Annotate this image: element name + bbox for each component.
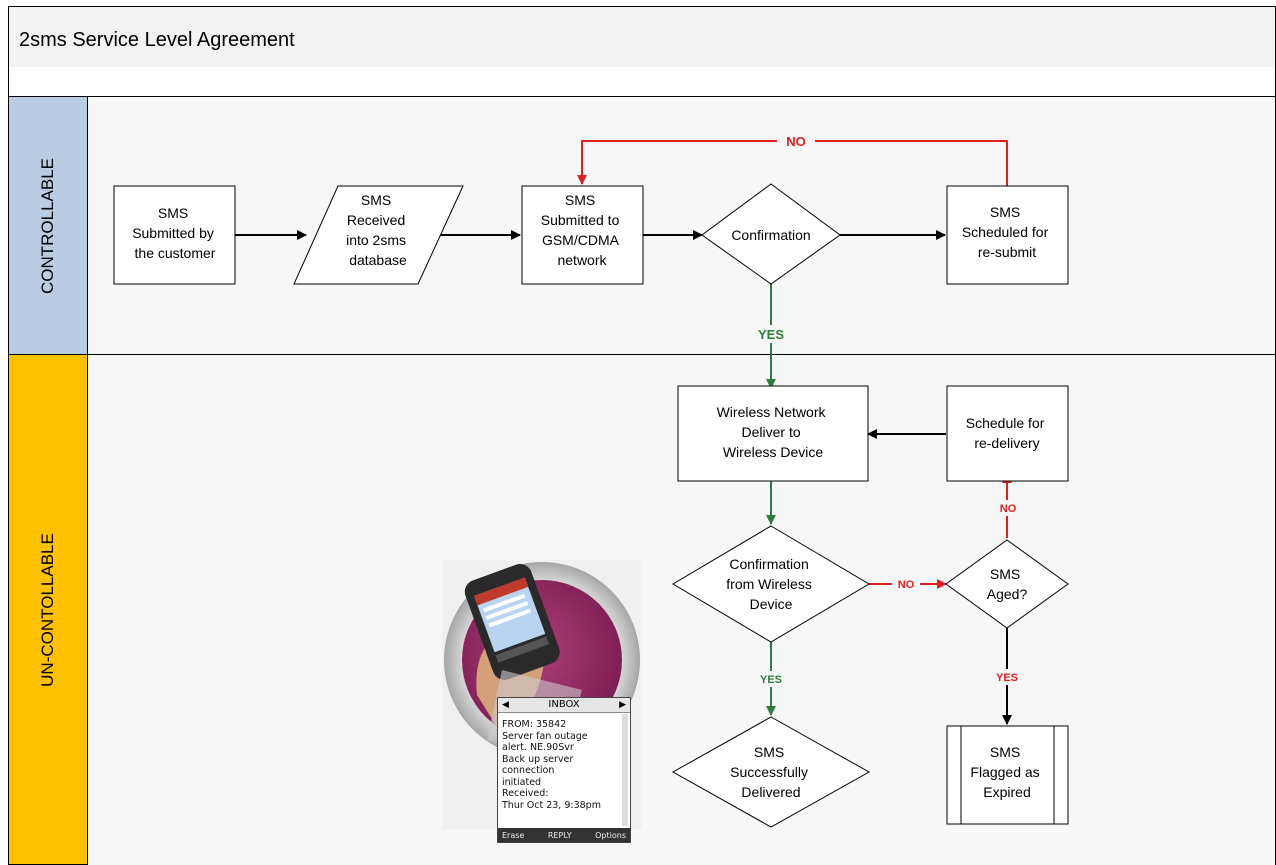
lane-controllable — [88, 96, 1276, 355]
node-successfully-delivered-label: SMS Successfully Delivered — [730, 744, 812, 800]
inbox-line: Thur Oct 23, 9:38pm — [502, 799, 601, 811]
inbox-line: Server fan outage — [502, 730, 588, 742]
label-bg — [994, 500, 1022, 516]
inbox-line: Back up server — [502, 753, 574, 765]
inbox-header: ◀ INBOX ▶ — [498, 698, 630, 713]
node-wireless-deliver-label: Wireless Network Deliver to Wireless Dev… — [717, 404, 830, 460]
inbox-title: INBOX — [548, 699, 580, 710]
node-submitted-network — [521, 185, 644, 285]
edge-label-no-top: NO — [786, 134, 806, 149]
label-bg — [892, 576, 920, 592]
softkey-options: Options — [595, 830, 626, 840]
node-confirmation-device — [672, 525, 870, 643]
inbox-next-icon: ▶ — [619, 700, 626, 710]
softkey-erase: Erase — [502, 830, 525, 840]
node-submitted-network-label: SMS Submitted to GSM/CDMA network — [541, 192, 624, 268]
node-confirmation-label: Confirmation — [731, 227, 810, 243]
inbox-line: initiated — [502, 776, 542, 788]
label-bg — [754, 671, 788, 687]
header-spacer — [8, 67, 1276, 97]
node-sms-aged — [945, 539, 1069, 629]
node-schedule-redelivery-label: Schedule for re-delivery — [966, 415, 1049, 451]
softkey-reply: REPLY — [547, 830, 572, 840]
inbox-line: FROM: 35842 — [502, 719, 567, 730]
inbox-line: Received: — [502, 788, 549, 799]
node-confirmation — [701, 183, 841, 285]
edge-label-yes-device: YES — [760, 674, 782, 686]
inbox-softkeys: Erase REPLY Options — [498, 828, 630, 842]
node-wireless-deliver — [677, 385, 869, 482]
node-flagged-expired — [946, 725, 1069, 825]
node-received-db-label: SMS Received into 2sms database — [346, 192, 410, 268]
inbox-screen: ◀ INBOX ▶ FROM: 35842 Server fan outage … — [497, 697, 631, 843]
lane-label-uncontrollable: UN-CONTOLLABLE — [8, 354, 88, 865]
node-submitted-customer — [113, 185, 236, 285]
inbox-line: connection — [502, 765, 555, 776]
edge-label-no-aged: NO — [1000, 503, 1017, 515]
node-schedule-redelivery — [946, 385, 1069, 482]
node-scheduled-resubmit-label: SMS Scheduled for re-submit — [962, 204, 1052, 260]
label-bg — [752, 325, 790, 343]
node-received-db — [293, 185, 464, 285]
node-scheduled-resubmit — [946, 185, 1069, 285]
label-bg — [990, 669, 1024, 685]
node-sms-aged-label: SMS Aged? — [987, 566, 1028, 602]
edge-label-yes-aged: YES — [996, 672, 1018, 684]
edge-label-yes-1: YES — [758, 327, 784, 342]
node-successfully-delivered — [671, 716, 871, 828]
title-bar: 2sms Service Level Agreement — [8, 6, 1276, 68]
edge-label-no-device: NO — [898, 579, 915, 591]
inbox-prev-icon: ◀ — [502, 700, 509, 710]
inbox-scrollbar — [622, 714, 628, 826]
node-flagged-expired-label: SMS Flagged as Expired — [970, 744, 1043, 800]
page-title: 2sms Service Level Agreement — [19, 29, 295, 51]
node-submitted-customer-label: SMS Submitted by the customer — [132, 205, 218, 261]
inbox-line: alert. NE.90Svr — [502, 742, 574, 753]
node-confirmation-device-label: Confirmation from Wireless Device — [726, 556, 815, 612]
inbox-message: FROM: 35842 Server fan outage alert. NE.… — [498, 713, 630, 829]
label-bg — [777, 132, 815, 150]
